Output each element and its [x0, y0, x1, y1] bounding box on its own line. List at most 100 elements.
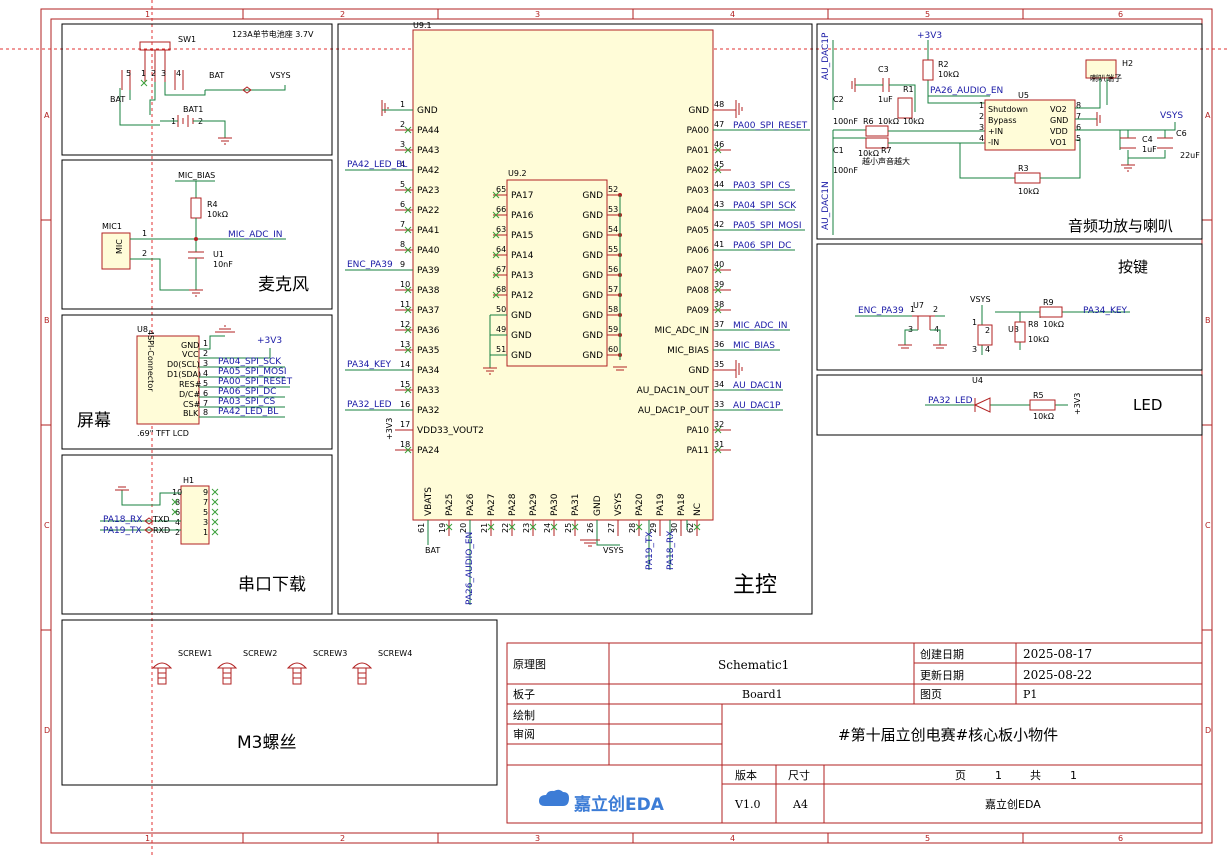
uart-block[interactable]: H1 10 8 6 4 2 9 7 5 3 1 PA18_RX PA19_TX … — [61, 454, 333, 615]
screen-net: PA42_LED_BL — [218, 407, 278, 417]
pa19-net: PA19_TX — [103, 526, 142, 536]
left-net: ENC_PA39 — [347, 260, 393, 270]
mcu-pin-number: 27 — [607, 523, 616, 533]
u92-ref: U9.2 — [508, 169, 527, 178]
r7-ref: R7 — [881, 146, 892, 155]
u92-pin-name: GND — [582, 211, 603, 221]
mcu-pin-number: 33 — [714, 400, 724, 409]
nc-mark — [714, 286, 722, 294]
svg-text:5: 5 — [126, 69, 131, 78]
resistor-r6[interactable] — [865, 125, 889, 137]
tb-updated-label: 更新日期 — [920, 668, 964, 682]
nc-mark — [714, 426, 722, 434]
right-net: MIC_ADC_IN — [733, 321, 787, 331]
txd-label: TXD — [152, 515, 170, 524]
header-h1[interactable] — [180, 485, 210, 545]
r2-ref: R2 — [938, 60, 949, 69]
mcu-u92[interactable] — [506, 179, 608, 367]
resistor-r2[interactable] — [922, 59, 934, 81]
mcu-pin-number: 14 — [400, 360, 410, 369]
audio-block-title: 音频功放与喇叭 — [1068, 217, 1173, 235]
mcu-pin-number: 26 — [586, 523, 595, 533]
mcu-pin-number: 37 — [714, 320, 724, 329]
r4-value: 10kΩ — [207, 210, 228, 219]
col-label: 1 — [145, 834, 150, 843]
svg-text:1: 1 — [203, 339, 208, 348]
col-label: 3 — [535, 10, 540, 19]
row-label: A — [44, 111, 50, 120]
mcu-right-pins: 48GND47PA0046PA0145PA0244PA0343PA0442PA0… — [637, 100, 731, 456]
mcu-pin-name: PA20 — [635, 493, 645, 516]
encoder-u7[interactable] — [912, 315, 935, 330]
mcu-pin-name: PA23 — [417, 186, 439, 196]
u8-ref: U8 — [137, 325, 148, 334]
tb-company: 嘉立创EDA — [985, 797, 1041, 811]
key-block[interactable]: 按键 ENC_PA39 U7 1 2 3 4 VSYS U3 R9 10kΩ P… — [816, 243, 1203, 371]
screw-icon — [351, 662, 373, 685]
switch-u3[interactable] — [977, 324, 993, 346]
screws-block[interactable]: SCREW1 SCREW2 SCREW3 SCREW4 M3螺丝 — [61, 619, 498, 786]
capacitor-u1[interactable] — [188, 251, 204, 259]
r2-value: 10kΩ — [938, 70, 959, 79]
nc-mark — [508, 523, 516, 531]
mcu-pin-number: 34 — [714, 380, 724, 389]
border-labels: 1 2 3 4 5 6 1 2 3 4 5 6 A B C D A B C D — [44, 10, 1211, 843]
col-label: 4 — [730, 834, 735, 843]
power-block[interactable]: SW1 123A单节电池座 3.7V 5 1 2 3 4 BAT BAT VSY… — [61, 23, 333, 156]
u1-ref: U1 — [213, 250, 224, 259]
mcu-pin-name: PA05 — [687, 226, 709, 236]
gnd-symbol — [713, 100, 743, 118]
svg-text:6: 6 — [1076, 123, 1081, 132]
mcu-pin-number: 31 — [714, 440, 724, 449]
vsys-net: VSYS — [270, 71, 291, 80]
main-block[interactable]: U9.1 1GND2PA443PA434PA425PA236PA227PA418… — [337, 21, 813, 615]
capacitor-c6[interactable] — [1157, 137, 1173, 149]
capacitor-c4[interactable] — [1120, 137, 1136, 149]
svg-text:4: 4 — [176, 69, 181, 78]
screw-ref: SCREW1 — [178, 649, 212, 658]
tb-page-word: 页 — [955, 769, 966, 782]
screen-block[interactable]: U8 4SPI-Connector GND VCC D0(SCL) D1(SDA… — [61, 314, 333, 450]
audio-block[interactable]: AU_DAC1P AU_DAC1N +3V3 R2 10kΩ PA26_AUDI… — [816, 23, 1203, 240]
led-block[interactable]: LED U4 PA32_LED R5 10kΩ +3V3 — [816, 374, 1203, 436]
amplifier-u5[interactable] — [984, 99, 1076, 151]
resistor-r8[interactable] — [1014, 321, 1026, 343]
tb-updated: 2025-08-22 — [1023, 668, 1092, 682]
tb-total: 1 — [1070, 769, 1077, 782]
nc-mark — [714, 266, 722, 274]
resistor-r5[interactable] — [1029, 399, 1056, 411]
left-net: PA32_LED — [347, 400, 392, 410]
mcu-pin-number: 47 — [714, 120, 724, 129]
mcu-pin-number: 18 — [400, 440, 410, 449]
vcc-net: +3V3 — [257, 336, 282, 346]
svg-text:嘉立创EDA: 嘉立创EDA — [573, 794, 665, 815]
resistor-r4[interactable] — [190, 197, 202, 219]
led-u4[interactable] — [973, 397, 991, 413]
nc-mark — [693, 523, 701, 531]
tb-size: A4 — [792, 798, 808, 811]
resistor-r3[interactable] — [1014, 172, 1041, 184]
resistor-r1[interactable] — [897, 97, 913, 119]
microphone-mic1[interactable] — [101, 232, 131, 270]
screw-icon — [286, 662, 308, 685]
u92-pin-name: PA15 — [511, 231, 533, 241]
key-net: PA34_KEY — [1083, 306, 1128, 316]
tb-total-word: 共 — [1030, 769, 1041, 782]
right-net: MIC_BIAS — [733, 341, 775, 351]
r5-value: 10kΩ — [1033, 412, 1054, 421]
tb-version: V1.0 — [734, 798, 760, 811]
row-label: A — [1205, 111, 1211, 120]
nc-mark — [404, 206, 412, 214]
capacitor-c3[interactable] — [882, 78, 890, 92]
mcu-pin-name: PA37 — [417, 306, 439, 316]
switch-symbol — [121, 50, 184, 90]
svg-text:VDD: VDD — [1050, 127, 1068, 136]
row-label: B — [1205, 316, 1211, 325]
lcd-connector-u8[interactable] — [136, 335, 200, 425]
bottom-net-pa18: PA18_RX — [666, 531, 676, 570]
speaker-terminal-h2[interactable] — [1085, 59, 1117, 79]
tb-version-label: 版本 — [735, 768, 757, 782]
mic-block[interactable]: MIC_BIAS R4 10kΩ MIC1 MIC 1 2 MIC_ADC_IN… — [61, 159, 333, 310]
resistor-r9[interactable] — [1039, 306, 1063, 318]
